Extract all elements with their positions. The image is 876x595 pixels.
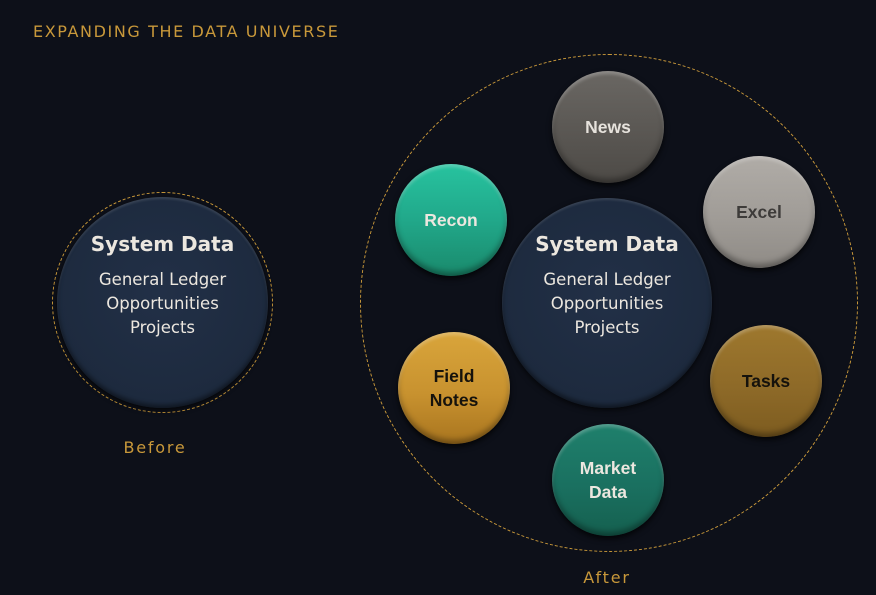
before-dashed-ring — [52, 192, 273, 413]
after-core-item: Projects — [574, 318, 640, 337]
before-core-item: General Ledger — [98, 269, 227, 289]
satellite-market-data[interactable]: Market Data — [552, 424, 664, 536]
before-core-circle: System Data General Ledger Opportunities… — [57, 197, 268, 408]
before-core-item: Opportunities — [106, 293, 219, 313]
after-core-item: General Ledger — [543, 270, 671, 289]
before-core-item: Projects — [129, 317, 196, 337]
satellite-field-notes-label-line1: Field — [433, 366, 475, 386]
satellite-recon[interactable]: Recon — [395, 164, 507, 276]
before-label: Before — [123, 438, 187, 457]
after-core-title: System Data — [535, 232, 679, 256]
after-dashed-ring — [360, 54, 858, 552]
satellite-field-notes[interactable]: Field Notes — [398, 332, 510, 444]
after-label: After — [583, 568, 631, 587]
before-core-title: System Data — [90, 231, 235, 256]
satellite-tasks-label: Tasks — [741, 371, 791, 391]
satellite-tasks[interactable]: Tasks — [710, 325, 822, 437]
satellite-field-notes-label-line2: Notes — [429, 390, 479, 410]
page-title: EXPANDING THE DATA UNIVERSE — [33, 22, 340, 41]
after-core-circle: System Data General Ledger Opportunities… — [502, 198, 712, 408]
satellite-recon-label: Recon — [424, 210, 478, 230]
satellite-news-label: News — [585, 117, 631, 137]
after-core-item: Opportunities — [550, 294, 664, 313]
satellite-news[interactable]: News — [552, 71, 664, 183]
satellite-market-data-label-line2: Data — [589, 482, 627, 502]
satellite-market-data-label-line1: Market — [579, 458, 637, 478]
satellite-excel-label: Excel — [736, 202, 782, 222]
satellite-excel[interactable]: Excel — [703, 156, 815, 268]
